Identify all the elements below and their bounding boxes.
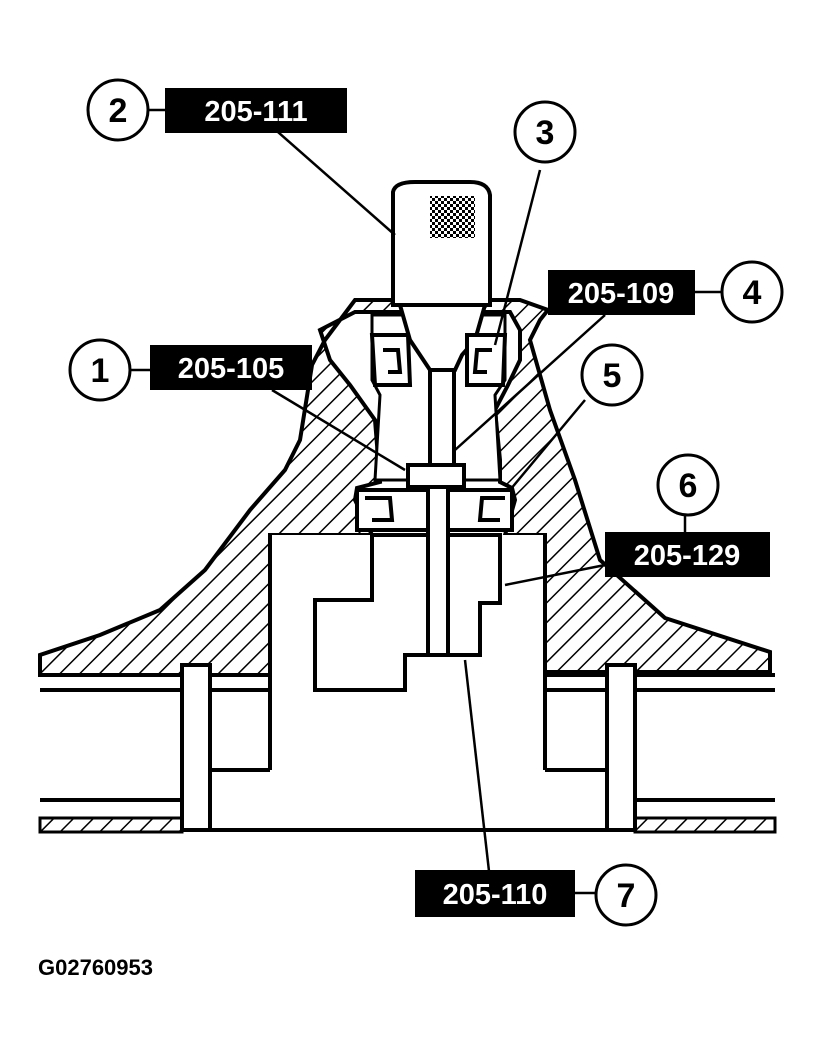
upper-seal <box>369 333 508 387</box>
tool-tag-205-105: 205-105 <box>150 345 312 390</box>
callout-number-6: 6 <box>679 467 698 505</box>
installer-body <box>313 485 502 692</box>
leader-lines <box>128 108 722 895</box>
callout-circle-1: 1 <box>68 338 132 402</box>
tool-tag-label: 205-111 <box>204 96 307 128</box>
callout-number-4: 4 <box>743 274 762 312</box>
driver-handle <box>391 180 492 467</box>
figure-id: G02760953 <box>38 955 153 980</box>
callout-circle-6: 6 <box>656 453 720 517</box>
tool-tag-205-110: 205-110 <box>415 870 575 917</box>
callout-circle-3: 3 <box>513 100 577 164</box>
callout-circle-7: 7 <box>594 863 658 927</box>
callout-number-5: 5 <box>603 357 622 395</box>
tool-tag-205-111: 205-111 <box>165 88 347 133</box>
callout-circle-2: 2 <box>86 78 150 142</box>
callout-number-3: 3 <box>536 114 555 152</box>
callout-number-1: 1 <box>91 352 110 390</box>
callout-number-2: 2 <box>109 92 128 130</box>
tool-tag-label: 205-129 <box>634 540 740 572</box>
lower-base <box>38 535 777 834</box>
tool-tag-205-109: 205-109 <box>548 270 695 315</box>
callout-number-7: 7 <box>617 877 636 915</box>
tool-tag-label: 205-109 <box>568 278 674 310</box>
tool-tag-label: 205-105 <box>178 353 284 385</box>
callout-circle-4: 4 <box>720 260 784 324</box>
callout-circle-5: 5 <box>580 343 644 407</box>
tool-tag-label: 205-110 <box>443 879 548 911</box>
lower-seal <box>355 463 514 532</box>
tool-tag-205-129: 205-129 <box>605 532 770 577</box>
